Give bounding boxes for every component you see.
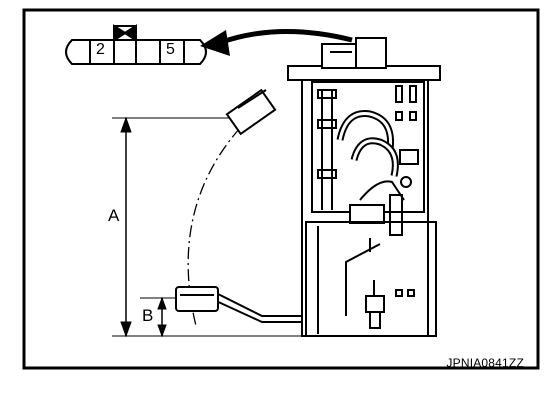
connector-face-icon: [65, 24, 207, 65]
diagram-border: [22, 8, 540, 370]
dimension-b-line: [112, 296, 330, 338]
figure-id-label: JPNIA0841ZZ: [446, 356, 524, 370]
connector-pin-2-label: 2: [96, 41, 105, 58]
rotation-arrow-icon: [200, 29, 353, 56]
dimension-a-line: [112, 116, 236, 338]
fuel-pump-assembly: [287, 37, 441, 337]
dimension-a-label: A: [108, 206, 120, 225]
float-upper-position: [225, 88, 277, 136]
connector-pin-5-label: 5: [166, 41, 175, 58]
dimension-b-label: B: [142, 306, 154, 325]
